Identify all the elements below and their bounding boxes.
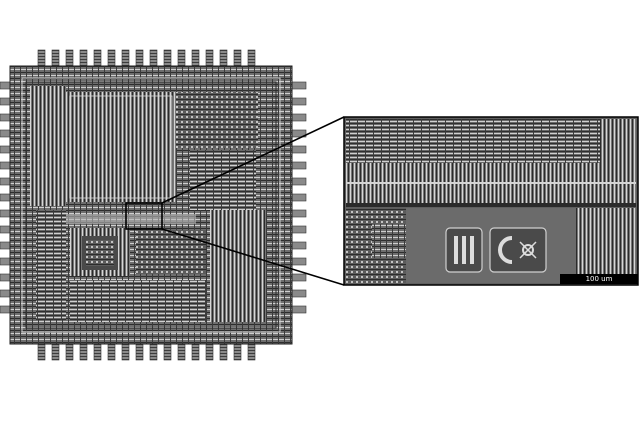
- scale-bar-label: 100 um: [585, 275, 613, 283]
- top-pads: [37, 49, 256, 69]
- right-pads: [291, 81, 307, 314]
- logo-mark-right: [489, 227, 547, 273]
- die-image: [0, 49, 307, 361]
- scale-bar: [560, 274, 638, 284]
- logo-mark-left: [445, 227, 483, 273]
- callout-lines: [161, 116, 345, 286]
- zoom-panel: [343, 116, 639, 286]
- highlight-box: [125, 202, 163, 230]
- bottom-pads: [37, 341, 256, 361]
